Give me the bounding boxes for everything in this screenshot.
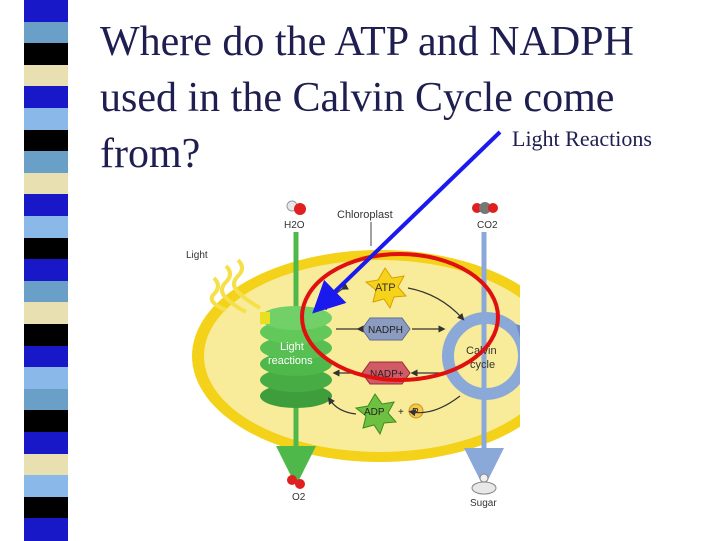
nadph-label: NADPH [368, 325, 403, 336]
chloroplast-label: Chloroplast [337, 209, 393, 221]
stripe-segment [24, 302, 68, 325]
stripe-segment [24, 410, 68, 433]
nadp-label: NADP+ [370, 369, 404, 380]
stripe-segment [24, 367, 68, 390]
light-label: Light [186, 250, 208, 261]
stripe-segment [24, 172, 68, 196]
light-reactions-label-line1: Light [280, 341, 304, 353]
stripe-segment [24, 64, 68, 88]
stripe-segment [24, 475, 68, 498]
stripe-segment [24, 259, 68, 282]
stripe-segment [24, 345, 68, 369]
calvin-cycle-ring [442, 312, 520, 400]
adp-label: ADP [364, 407, 385, 418]
stripe-segment [24, 151, 68, 174]
sugar-molecule-icon [471, 473, 497, 495]
stripe-segment [24, 43, 68, 66]
h2o-label: H2O [284, 220, 305, 231]
title-line-3: from? [100, 131, 201, 177]
thylakoid-stack-icon [260, 306, 332, 408]
title-line-2: used in the Calvin Cycle come [100, 75, 615, 121]
stripe-segment [24, 21, 68, 45]
light-rays-icon [209, 258, 261, 314]
slide-title: Where do the ATP and NADPH used in the C… [100, 14, 700, 182]
adp-star-icon [354, 393, 398, 436]
co2-label: CO2 [477, 220, 498, 231]
atp-label: ATP [375, 282, 396, 294]
stripe-segment [24, 194, 68, 217]
light-reactions-callout: Light Reactions [512, 126, 652, 151]
stripe-segment [24, 216, 68, 239]
light-reactions-label-line2: reactions [268, 355, 313, 367]
sugar-label: Sugar [470, 498, 497, 509]
calvin-cycle-label-line2: cycle [470, 359, 495, 371]
chloroplast-diagram: H2O Chloroplast CO2 Light Light reaction… [186, 200, 520, 509]
stripe-segment [24, 237, 68, 261]
stripe-segment [24, 453, 68, 477]
stripe-segment [24, 108, 68, 131]
water-molecule-icon [286, 200, 306, 215]
decorative-stripe [24, 0, 68, 541]
stripe-segment [24, 86, 68, 109]
stripe-segment [24, 496, 68, 520]
stripe-segment [24, 129, 68, 153]
stripe-segment [24, 0, 68, 23]
title-line-1: Where do the ATP and NADPH [100, 19, 634, 65]
stripe-segment [24, 280, 68, 304]
o2-label: O2 [292, 492, 306, 503]
oxygen-molecule-icon [287, 475, 305, 489]
stripe-segment [24, 324, 68, 347]
stripe-segment [24, 432, 68, 455]
co2-molecule-icon [472, 202, 498, 214]
light-capture-marker [260, 312, 270, 324]
adp-plus-label: + [398, 407, 404, 418]
calvin-cycle-arrowhead-icon [516, 324, 520, 338]
stripe-segment [24, 388, 68, 412]
stripe-segment [24, 518, 68, 541]
